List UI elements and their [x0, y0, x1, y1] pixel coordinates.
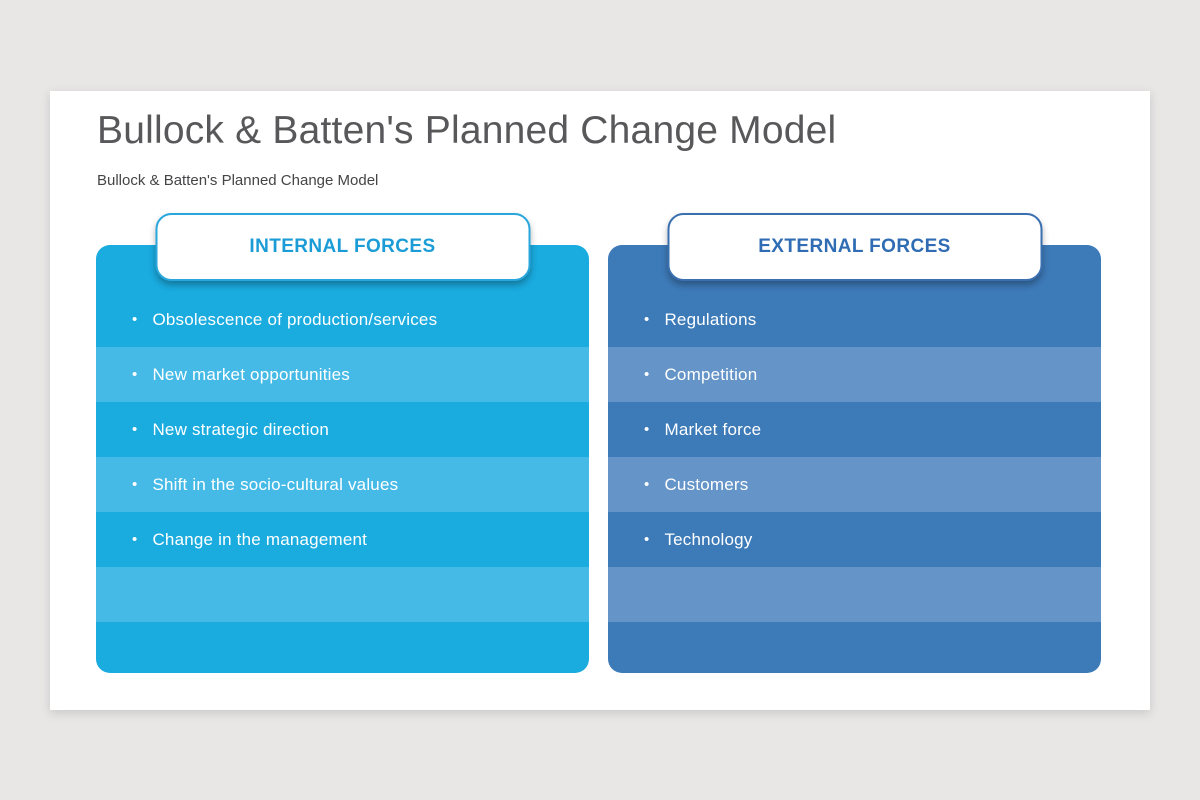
bullet-icon: • — [644, 421, 650, 438]
list-item: • Customers — [608, 457, 1101, 512]
bullet-icon: • — [132, 531, 138, 548]
list-item-label: Market force — [664, 419, 762, 439]
internal-forces-header: INTERNAL FORCES — [155, 213, 530, 281]
external-forces-header: EXTERNAL FORCES — [667, 213, 1042, 281]
bullet-icon: • — [644, 476, 650, 493]
list-item: • Regulations — [608, 292, 1101, 347]
page-title: Bullock & Batten's Planned Change Model — [97, 109, 837, 152]
bullet-icon: • — [644, 311, 650, 328]
list-item-label: Change in the management — [152, 529, 368, 549]
bullet-icon: • — [132, 421, 138, 438]
list-item-label: Regulations — [664, 309, 757, 329]
list-item-label: Competition — [664, 364, 758, 384]
internal-forces-panel: INTERNAL FORCES • Obsolescence of produc… — [96, 213, 589, 673]
slide-card: Bullock & Batten's Planned Change Model … — [50, 91, 1150, 710]
bullet-icon: • — [644, 366, 650, 383]
external-forces-panel: EXTERNAL FORCES • Regulations • Competit… — [608, 213, 1101, 673]
bullet-icon: • — [132, 366, 138, 383]
list-item-label: Shift in the socio-cultural values — [152, 474, 399, 494]
list-item-label: New market opportunities — [152, 364, 351, 384]
list-item-empty — [608, 567, 1101, 622]
list-item-label: Technology — [664, 529, 753, 549]
list-item: • Change in the management — [96, 512, 589, 567]
list-item: • New strategic direction — [96, 402, 589, 457]
bullet-icon: • — [132, 311, 138, 328]
bullet-icon: • — [644, 531, 650, 548]
list-item: • Shift in the socio-cultural values — [96, 457, 589, 512]
list-item: • New market opportunities — [96, 347, 589, 402]
list-item: • Obsolescence of production/services — [96, 292, 589, 347]
list-item-label: Obsolescence of production/services — [152, 309, 438, 329]
internal-forces-list: • Obsolescence of production/services • … — [96, 292, 589, 622]
list-item-label: New strategic direction — [152, 419, 330, 439]
list-item: • Technology — [608, 512, 1101, 567]
list-item-label: Customers — [664, 474, 749, 494]
list-item: • Market force — [608, 402, 1101, 457]
list-item: • Competition — [608, 347, 1101, 402]
bullet-icon: • — [132, 476, 138, 493]
internal-forces-header-label: INTERNAL FORCES — [249, 236, 436, 257]
list-item-empty — [96, 567, 589, 622]
page-subtitle: Bullock & Batten's Planned Change Model — [97, 172, 379, 189]
external-forces-header-label: EXTERNAL FORCES — [758, 236, 951, 257]
external-forces-list: • Regulations • Competition • Market for… — [608, 292, 1101, 622]
